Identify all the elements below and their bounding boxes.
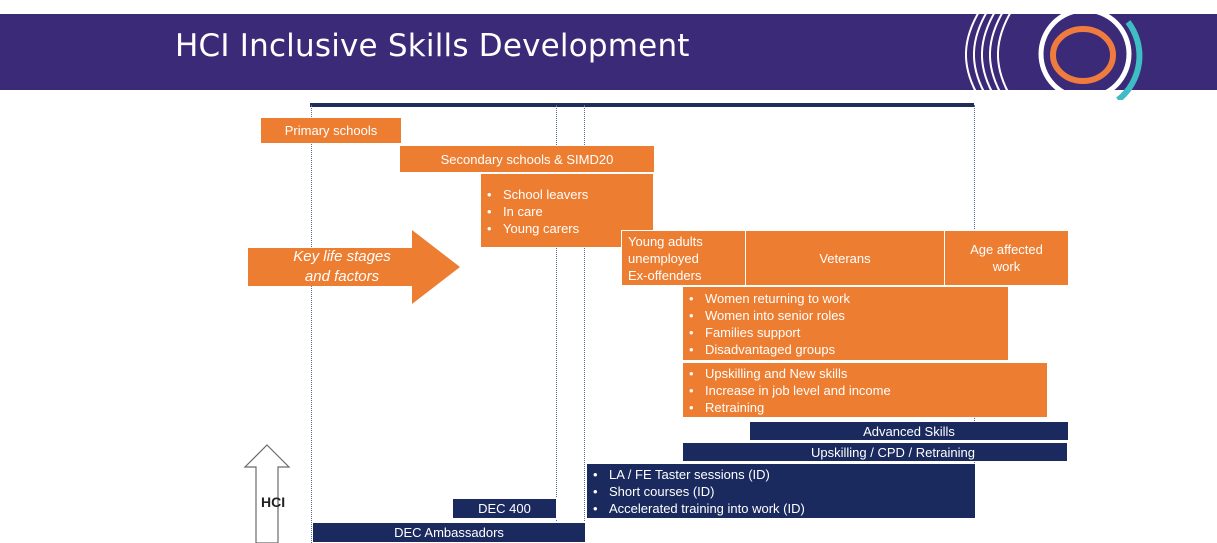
dec-400-box: DEC 400 bbox=[452, 498, 557, 519]
ex-offenders-line: Ex-offenders bbox=[628, 267, 702, 283]
primary-schools-box: Primary schools bbox=[260, 117, 402, 144]
divider-line-middle bbox=[556, 105, 557, 543]
secondary-schools-box: Secondary schools & SIMD20 bbox=[399, 145, 655, 173]
arrow-label-line-1: Key life stages bbox=[293, 248, 391, 265]
young-adults-line: Young adults bbox=[628, 233, 703, 249]
divider-line-left bbox=[311, 105, 312, 543]
cpd-label: Upskilling / CPD / Retraining bbox=[810, 444, 975, 460]
cpd-box: Upskilling / CPD / Retraining bbox=[682, 442, 1068, 462]
young-carers-item: Young carers bbox=[481, 220, 588, 237]
age-affected-line-1: Age affected bbox=[970, 242, 1043, 257]
unemployed-line: unemployed bbox=[628, 250, 699, 266]
advanced-skills-label: Advanced Skills bbox=[863, 423, 955, 439]
veterans-box: Veterans bbox=[745, 230, 945, 286]
divider-line-middle-2 bbox=[584, 105, 585, 543]
dec-ambassadors-box: DEC Ambassadors bbox=[312, 522, 586, 543]
advanced-skills-box: Advanced Skills bbox=[749, 421, 1069, 441]
title-banner bbox=[0, 14, 1217, 90]
women-senior-item: Women into senior roles bbox=[683, 307, 850, 324]
age-affected-box: Age affected work bbox=[944, 230, 1069, 286]
short-courses-item: Short courses (ID) bbox=[587, 483, 805, 500]
arrow-label-line-2: and factors bbox=[304, 268, 380, 285]
young-adults-box: Young adults unemployed Ex-offenders bbox=[621, 230, 746, 286]
arrow-label: Key life stages and factors bbox=[262, 247, 422, 287]
primary-schools-label: Primary schools bbox=[284, 123, 378, 138]
upskilling-new-skills-item: Upskilling and New skills bbox=[683, 365, 891, 382]
disadvantaged-groups-item: Disadvantaged groups bbox=[683, 341, 850, 358]
hci-logo-icon bbox=[965, 7, 1143, 100]
school-leavers-item: School leavers bbox=[481, 186, 588, 203]
page-title: HCI Inclusive Skills Development bbox=[175, 28, 690, 64]
job-level-income-item: Increase in job level and income bbox=[683, 382, 891, 399]
veterans-label: Veterans bbox=[819, 250, 871, 266]
up-arrow-icon bbox=[243, 444, 291, 543]
retraining-item: Retraining bbox=[683, 399, 891, 416]
timeline-top-bar bbox=[310, 103, 974, 107]
age-affected-line-2: work bbox=[992, 259, 1021, 274]
accelerated-training-item: Accelerated training into work (ID) bbox=[587, 500, 805, 517]
dec-400-label: DEC 400 bbox=[478, 501, 531, 516]
school-leavers-box: School leavers In care Young carers bbox=[480, 173, 654, 248]
women-returning-item: Women returning to work bbox=[683, 290, 850, 307]
key-life-stages-arrow-icon bbox=[248, 230, 460, 304]
taster-sessions-box: LA / FE Taster sessions (ID) Short cours… bbox=[586, 463, 976, 519]
secondary-schools-label: Secondary schools & SIMD20 bbox=[440, 151, 614, 167]
dec-ambassadors-label: DEC Ambassadors bbox=[394, 525, 504, 540]
taster-sessions-item: LA / FE Taster sessions (ID) bbox=[587, 466, 805, 483]
women-box: Women returning to work Women into senio… bbox=[682, 286, 1009, 361]
hci-label: HCI bbox=[261, 494, 286, 510]
upskilling-box: Upskilling and New skills Increase in jo… bbox=[682, 362, 1048, 418]
families-support-item: Families support bbox=[683, 324, 850, 341]
in-care-item: In care bbox=[481, 203, 588, 220]
